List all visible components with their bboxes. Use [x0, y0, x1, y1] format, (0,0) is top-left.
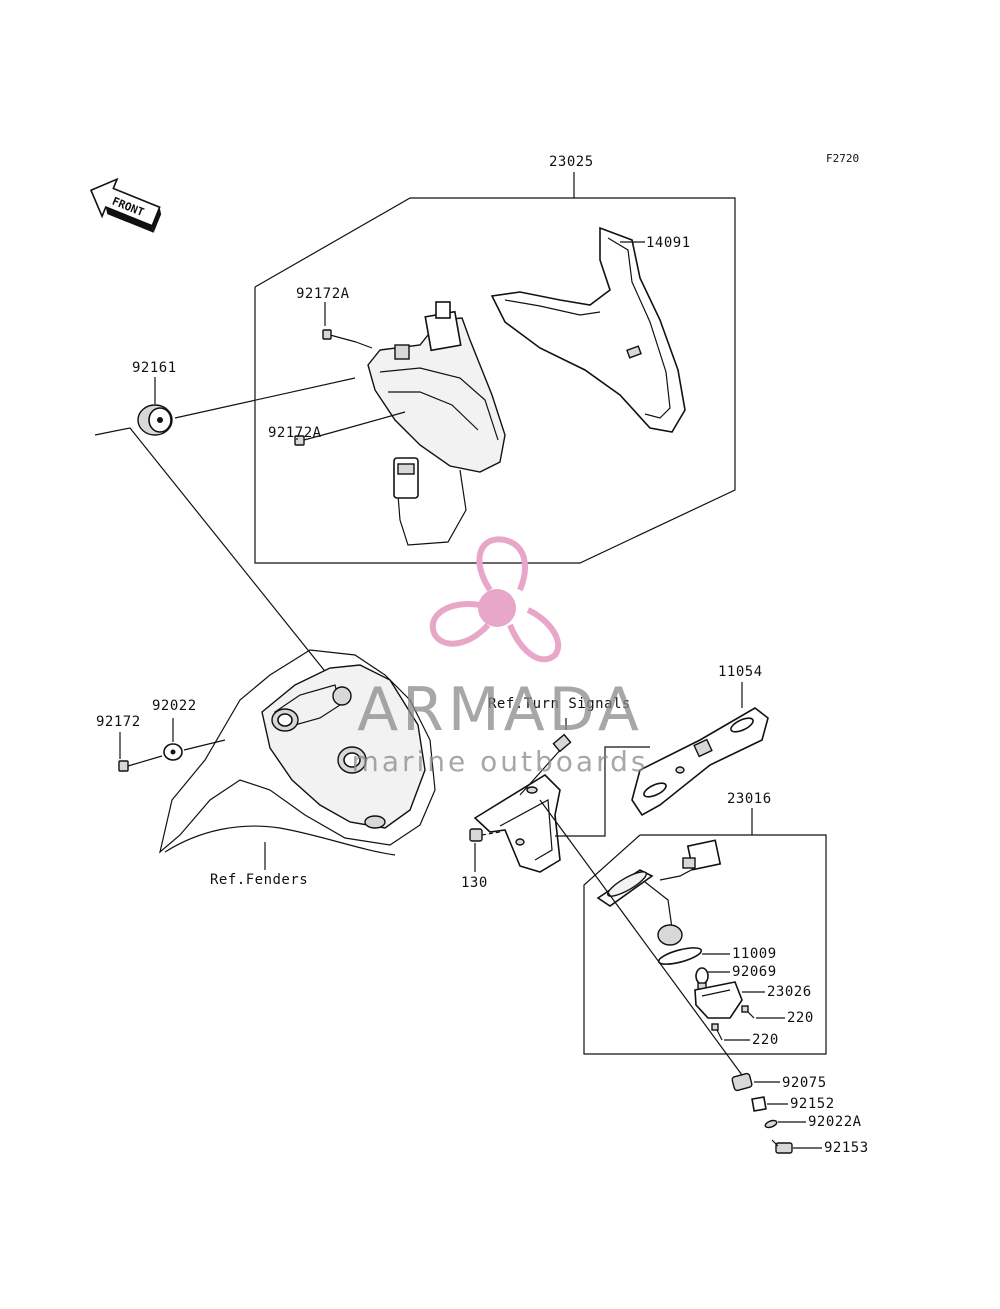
label-92075: 92075 [782, 1075, 827, 1091]
washer-92022 [163, 743, 183, 761]
watermark: ARMADA marine outboards [352, 536, 649, 778]
lens-cover-part [490, 226, 686, 433]
bolt-92172 [118, 755, 163, 772]
grommet-92161 [137, 377, 356, 436]
label-130: 130 [461, 875, 488, 891]
lens-23026 [694, 981, 743, 1019]
label-92022A: 92022A [808, 1114, 862, 1130]
watermark-brand: ARMADA [357, 675, 643, 745]
label-11009: 11009 [732, 946, 777, 962]
label-92172A-bottom: 92172A [268, 425, 322, 441]
screw-92172A-top [322, 329, 373, 349]
label-220-a: 220 [787, 1010, 814, 1026]
rear-fender-part [159, 649, 436, 856]
watermark-propeller-logo [429, 536, 562, 663]
front-arrow-icon: FRONT [89, 177, 162, 233]
tail-light-assembly-box [254, 172, 736, 564]
label-14091: 14091 [646, 235, 691, 251]
reflector-bracket-11054 [631, 707, 769, 817]
label-92022: 92022 [152, 698, 197, 714]
watermark-tagline: marine outboards [352, 745, 649, 778]
gasket-11009 [657, 947, 703, 965]
label-23016: 23016 [727, 791, 772, 807]
figure-code: F2720 [826, 152, 859, 165]
label-92161: 92161 [132, 360, 177, 376]
screw-220-a [741, 1005, 755, 1019]
label-23025: 23025 [549, 154, 594, 170]
label-11054: 11054 [718, 664, 763, 680]
grommet-92075 [731, 1072, 753, 1092]
collar-92152 [751, 1096, 767, 1112]
bulb-92069 [695, 967, 709, 990]
license-light-assembly-box [583, 808, 827, 1055]
label-92172: 92172 [96, 714, 141, 730]
label-ref-fenders: Ref.Fenders [210, 872, 308, 888]
license-bracket-part [473, 733, 572, 873]
label-92152: 92152 [790, 1096, 835, 1112]
label-92172A-top: 92172A [296, 286, 350, 302]
washer-92022A [764, 1119, 778, 1129]
label-ref-turn-signals: Ref.Turn Signals [488, 696, 631, 712]
label-23026: 23026 [767, 984, 812, 1000]
label-92069: 92069 [732, 964, 777, 980]
screw-220-b [711, 1023, 723, 1041]
label-92153: 92153 [824, 1140, 869, 1156]
bolt-92153 [771, 1139, 793, 1154]
tail-light-housing-part [367, 301, 506, 546]
label-220-b: 220 [752, 1032, 779, 1048]
nut-130 [469, 828, 501, 842]
